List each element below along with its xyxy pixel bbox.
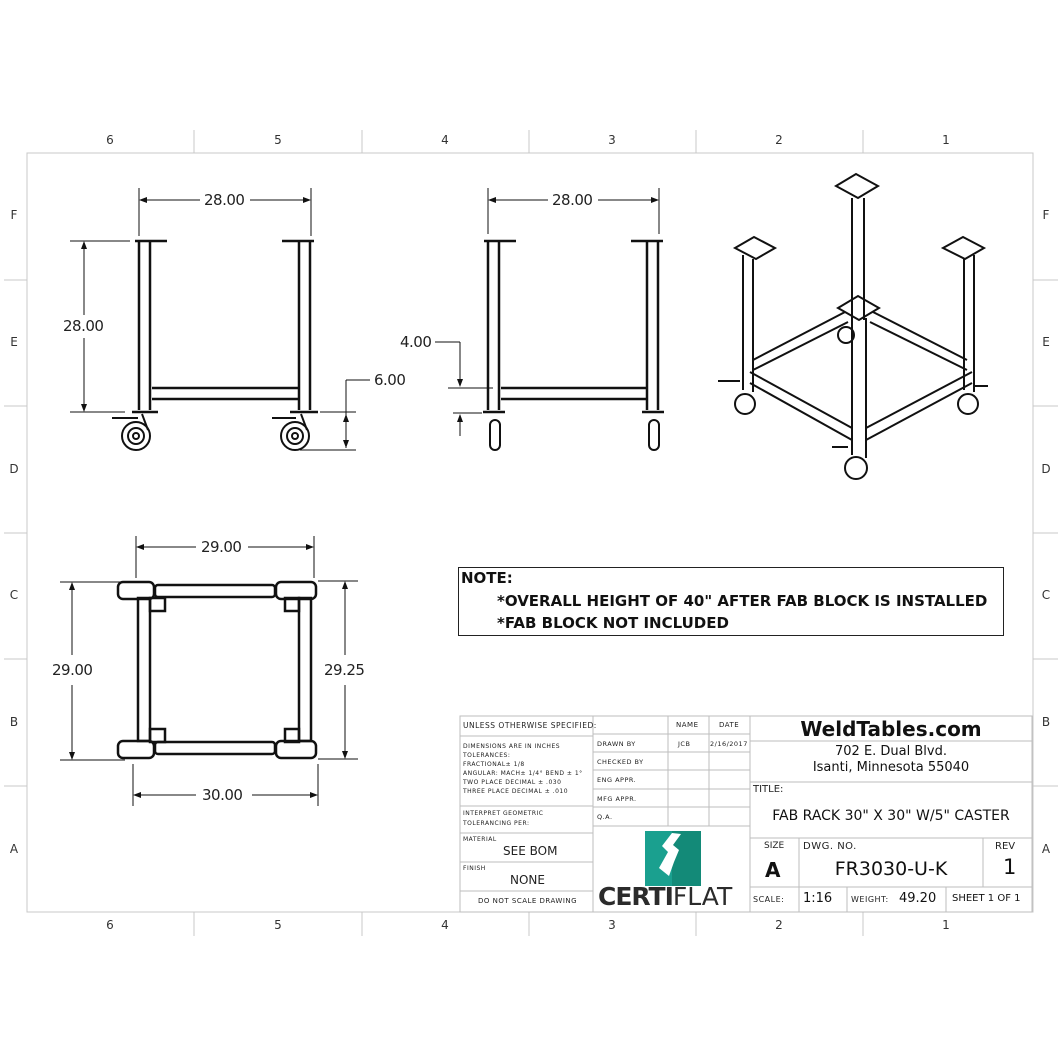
zone-row-a: A bbox=[9, 842, 19, 856]
zone-row-d: D bbox=[9, 462, 19, 476]
zone-row-e: E bbox=[10, 335, 18, 349]
zone-row-f: F bbox=[10, 208, 18, 222]
side-width-dimension: 28.00 bbox=[550, 191, 595, 209]
weight-value: 49.20 bbox=[899, 891, 937, 906]
mfg-appr-label: MFG APPR. bbox=[597, 795, 637, 803]
zone-col-2: 2 bbox=[775, 133, 783, 147]
isometric-view bbox=[718, 172, 988, 480]
note-heading: NOTE: bbox=[461, 569, 513, 587]
sheet-value: SHEET 1 OF 1 bbox=[952, 893, 1021, 904]
title-label: TITLE: bbox=[753, 784, 784, 795]
tolerance-line-2: TOLERANCES: bbox=[463, 752, 511, 759]
eng-appr-label: ENG APPR. bbox=[597, 776, 637, 784]
drawing-title: FAB RACK 30" X 30" W/5" CASTER bbox=[772, 808, 1010, 824]
geometric-line-2: TOLERANCING PER: bbox=[463, 820, 530, 827]
note-box: NOTE: *OVERALL HEIGHT OF 40" AFTER FAB B… bbox=[458, 567, 1004, 636]
scale-value: 1:16 bbox=[803, 891, 833, 906]
zone-col-1: 1 bbox=[942, 918, 950, 932]
dwg-no-label: DWG. NO. bbox=[803, 841, 857, 852]
zone-row-d: D bbox=[1041, 462, 1051, 476]
top-view-right-depth-dimension: 29.25 bbox=[322, 661, 367, 679]
zone-col-5: 5 bbox=[274, 133, 282, 147]
scale-label: SCALE: bbox=[753, 895, 785, 904]
zone-row-a: A bbox=[1041, 842, 1051, 856]
tolerance-line-5: TWO PLACE DECIMAL ± .030 bbox=[463, 779, 562, 786]
top-view-left-depth-dimension: 29.00 bbox=[50, 661, 95, 679]
note-line-1: *OVERALL HEIGHT OF 40" AFTER FAB BLOCK I… bbox=[497, 592, 988, 610]
zone-row-c: C bbox=[1041, 588, 1051, 602]
company-address-2: Isanti, Minnesota 55040 bbox=[812, 760, 970, 775]
qa-label: Q.A. bbox=[597, 813, 613, 821]
top-view bbox=[60, 536, 358, 806]
zone-col-4: 4 bbox=[441, 133, 449, 147]
unless-specified-label: UNLESS OTHERWISE SPECIFIED: bbox=[463, 721, 597, 730]
certiflat-logo: CERTIFLAT bbox=[598, 882, 732, 912]
logo-text-light: FLAT bbox=[672, 882, 733, 911]
note-line-2: *FAB BLOCK NOT INCLUDED bbox=[497, 614, 729, 632]
top-view-overall-width-dimension: 30.00 bbox=[200, 786, 245, 804]
brace-height-dimension: 4.00 bbox=[398, 333, 434, 351]
size-label: SIZE bbox=[764, 841, 785, 851]
zone-col-4: 4 bbox=[441, 918, 449, 932]
name-header: NAME bbox=[676, 721, 699, 729]
do-not-scale-label: DO NOT SCALE DRAWING bbox=[478, 897, 578, 905]
zone-col-3: 3 bbox=[608, 918, 616, 932]
side-view bbox=[435, 188, 664, 451]
size-value: A bbox=[765, 858, 781, 882]
drawn-by-label: DRAWN BY bbox=[597, 740, 636, 748]
tolerance-line-4: ANGULAR: MACH± 1/4° BEND ± 1° bbox=[463, 770, 583, 777]
material-label: MATERIAL bbox=[463, 836, 497, 843]
tolerance-line-1: DIMENSIONS ARE IN INCHES bbox=[463, 743, 561, 750]
company-address-1: 702 E. Dual Blvd. bbox=[835, 744, 947, 759]
front-width-dimension: 28.00 bbox=[202, 191, 247, 209]
zone-col-5: 5 bbox=[274, 918, 282, 932]
caster-height-dimension: 6.00 bbox=[372, 371, 408, 389]
date-header: DATE bbox=[719, 721, 740, 729]
finish-label: FINISH bbox=[463, 865, 486, 872]
rev-value: 1 bbox=[1003, 855, 1017, 879]
zone-row-b: B bbox=[9, 715, 19, 729]
certiflat-logo-mark bbox=[645, 831, 701, 886]
rev-label: REV bbox=[995, 841, 1016, 852]
zone-row-c: C bbox=[9, 588, 19, 602]
drawn-by-name: JCB bbox=[678, 740, 691, 748]
logo-text-bold: CERTI bbox=[598, 882, 674, 911]
checked-by-label: CHECKED BY bbox=[597, 758, 644, 766]
title-block-grid bbox=[459, 715, 1033, 913]
dwg-no-value: FR3030-U-K bbox=[834, 858, 948, 880]
front-height-dimension: 28.00 bbox=[61, 317, 106, 335]
zone-col-1: 1 bbox=[942, 133, 950, 147]
zone-col-6: 6 bbox=[106, 918, 114, 932]
zone-row-f: F bbox=[1042, 208, 1050, 222]
zone-col-6: 6 bbox=[106, 133, 114, 147]
weight-label: WEIGHT: bbox=[851, 895, 889, 904]
zone-col-3: 3 bbox=[608, 133, 616, 147]
zone-col-2: 2 bbox=[775, 918, 783, 932]
finish-value: NONE bbox=[510, 873, 545, 887]
tolerance-line-6: THREE PLACE DECIMAL ± .010 bbox=[463, 788, 569, 795]
top-view-width-dimension: 29.00 bbox=[199, 538, 244, 556]
material-value: SEE BOM bbox=[503, 844, 558, 858]
drawn-by-date: 2/16/2017 bbox=[710, 740, 748, 748]
geometric-line-1: INTERPRET GEOMETRIC bbox=[463, 810, 544, 817]
zone-row-b: B bbox=[1041, 715, 1051, 729]
tolerance-line-3: FRACTIONAL± 1/8 bbox=[463, 761, 525, 768]
front-view bbox=[70, 188, 370, 451]
zone-row-e: E bbox=[1042, 335, 1050, 349]
company-name: WeldTables.com bbox=[800, 717, 982, 741]
